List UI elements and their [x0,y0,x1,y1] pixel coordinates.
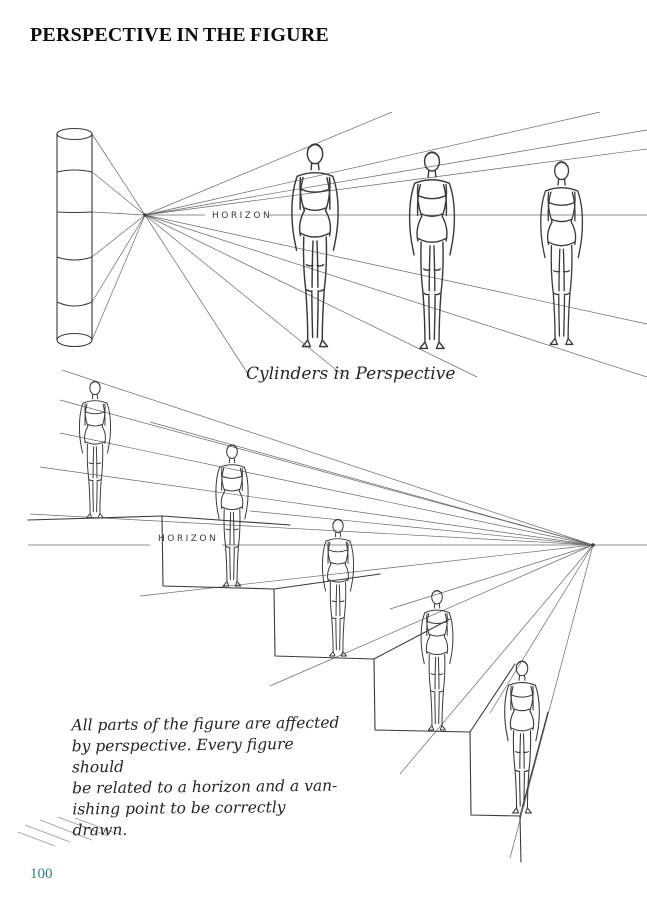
step-figure-3 [321,518,355,657]
note-line-1: All parts of the figure are affected [71,713,340,735]
handwritten-note: All parts of the figure are affected by … [71,713,342,842]
note-line-2: by perspective. Every figure should [71,735,294,777]
horizon-label-bottom: HORIZON [158,534,218,544]
step-figure-5 [504,660,540,814]
horizon-label-top: HORIZON [212,211,272,221]
figure-front-2 [408,151,456,350]
cylinder-drawing [56,127,93,348]
step-figure-2 [215,444,249,587]
vanishing-point-left [143,213,147,217]
step-figure-1 [78,380,112,519]
steps-drawing [27,515,549,863]
cylinders-illustration: HORIZON [56,112,647,378]
page-title: PERSPECTIVE IN THE FIGURE [30,24,329,46]
vanishing-point-right [591,543,595,547]
note-line-3: be related to a horizon and a van- [72,776,338,798]
figure-drawings-top [291,143,584,350]
illustration-caption: Cylinders in Perspective [246,364,456,384]
figure-front-1 [291,143,339,348]
perspective-lines-top [91,112,647,378]
page-number: 100 [30,866,53,882]
note-line-4: ishing point to be correctly drawn. [72,798,286,840]
steps-illustration: HORIZON [17,370,647,863]
shadow-hatching [17,816,119,847]
figure-back-3 [540,161,584,346]
step-figure-4 [420,589,454,731]
